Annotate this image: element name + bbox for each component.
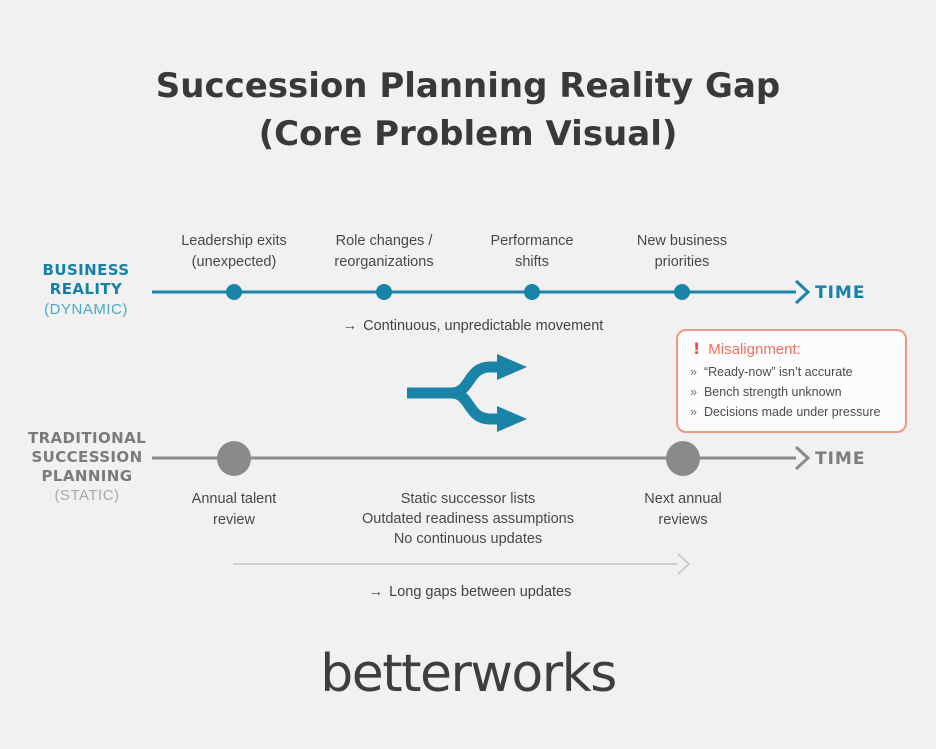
traditional-planning-label-text: TRADITIONAL SUCCESSION PLANNING bbox=[27, 429, 147, 485]
event-dot bbox=[226, 284, 242, 300]
traditional-planning-label: TRADITIONAL SUCCESSION PLANNING (STATIC) bbox=[16, 429, 158, 506]
event-label-performance-shifts: Performance shifts bbox=[490, 233, 574, 271]
next-review-dot bbox=[666, 441, 700, 476]
right-arrow-icon: → bbox=[342, 318, 358, 334]
event-label-new-priorities: New business priorities bbox=[636, 233, 728, 271]
business-reality-label-text: BUSINESS REALITY bbox=[42, 261, 130, 298]
right-arrow-icon: → bbox=[368, 584, 384, 600]
traditional-time-label: TIME bbox=[815, 449, 866, 469]
milestone-annual-talent-review: Annual talent review bbox=[191, 491, 277, 529]
misalignment-header: ! Misalignment: bbox=[693, 339, 893, 358]
event-dot bbox=[376, 284, 392, 300]
chevron-bullet-icon: » bbox=[690, 365, 697, 379]
business-timeline-arrowhead-icon bbox=[794, 279, 811, 305]
misalignment-item: » Decisions made under pressure bbox=[690, 403, 893, 423]
long-gaps-note: → Long gaps between updates bbox=[270, 584, 670, 600]
business-timeline bbox=[152, 279, 811, 305]
continuous-movement-note: → Continuous, unpredictable movement bbox=[273, 318, 673, 334]
long-gaps-text: Long gaps between updates bbox=[389, 584, 572, 600]
gap-span-arrow bbox=[233, 553, 691, 575]
event-label-role-changes: Role changes / reorganizations bbox=[334, 233, 434, 271]
chevron-bullet-icon: » bbox=[690, 404, 697, 419]
misalignment-title: Misalignment: bbox=[708, 341, 801, 358]
milestone-next-annual-reviews: Next annual reviews bbox=[644, 491, 722, 529]
exclamation-icon: ! bbox=[693, 339, 701, 358]
traditional-timeline-arrowhead-icon bbox=[794, 445, 811, 471]
misalignment-item-text: Bench strength unknown bbox=[703, 384, 842, 399]
fork-split-arrow-icon bbox=[407, 354, 527, 432]
static-lists-note: Static successor lists Outdated readines… bbox=[362, 491, 574, 547]
continuous-movement-text: Continuous, unpredictable movement bbox=[363, 318, 604, 334]
traditional-planning-sublabel: (STATIC) bbox=[54, 487, 120, 505]
misalignment-item-text: “Ready-now” isn’t accurate bbox=[703, 365, 853, 379]
business-reality-sublabel: (DYNAMIC) bbox=[44, 300, 128, 318]
page-title: Succession Planning Reality Gap (Core Pr… bbox=[155, 66, 781, 155]
annual-review-dot bbox=[217, 441, 251, 476]
business-time-label: TIME bbox=[815, 283, 866, 303]
chevron-bullet-icon: » bbox=[690, 384, 697, 399]
business-reality-label: BUSINESS REALITY (DYNAMIC) bbox=[22, 261, 150, 319]
event-dot bbox=[674, 284, 690, 300]
gap-span-arrowhead-icon bbox=[677, 553, 691, 575]
business-event-dots bbox=[226, 284, 690, 300]
misalignment-item: » “Ready-now” isn’t accurate bbox=[690, 363, 893, 383]
betterworks-logo: betterworks bbox=[320, 644, 617, 704]
misalignment-item-text: Decisions made under pressure bbox=[703, 404, 881, 419]
event-dot bbox=[524, 284, 540, 300]
misalignment-item: » Bench strength unknown bbox=[690, 383, 893, 403]
misalignment-callout: ! Misalignment: » “Ready-now” isn’t accu… bbox=[676, 329, 907, 434]
event-label-leadership-exits: Leadership exits (unexpected) bbox=[181, 233, 287, 271]
